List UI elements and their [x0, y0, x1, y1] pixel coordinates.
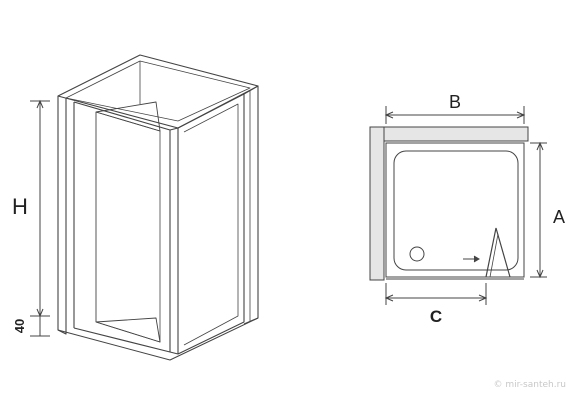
- door-direction-arrow: [463, 255, 480, 263]
- depth-dimension: [530, 141, 547, 279]
- drain-icon: [409, 246, 425, 262]
- tray-basin: [393, 150, 519, 271]
- folding-door-plan: [485, 227, 511, 278]
- side-panel: [177, 93, 245, 355]
- depth-label: A: [553, 207, 565, 227]
- right-wall-profile: [243, 85, 259, 325]
- shower-tray: [385, 142, 525, 278]
- left-wall-profile: [57, 96, 67, 335]
- enclosure-plan-view: [369, 126, 529, 281]
- door-hinge-top: [95, 101, 161, 132]
- base-height-label: 40: [12, 319, 27, 333]
- width-label: B: [449, 92, 461, 112]
- width-dimension: [384, 106, 526, 124]
- left-wall: [369, 126, 385, 281]
- front-door-panel: [73, 101, 171, 353]
- watermark: © mir-santeh.ru: [493, 380, 566, 390]
- enclosure-3d-view: [57, 54, 259, 361]
- door-hinge-bottom: [95, 317, 161, 343]
- door-opening-label: C: [430, 307, 442, 326]
- height-dimension: [30, 99, 50, 337]
- door-opening-dimension: [384, 283, 488, 305]
- corner-profile: [169, 127, 179, 355]
- top-frame-inner: [65, 60, 251, 122]
- back-wall: [369, 126, 529, 142]
- height-label: H: [12, 194, 28, 219]
- base-tray: [57, 317, 259, 361]
